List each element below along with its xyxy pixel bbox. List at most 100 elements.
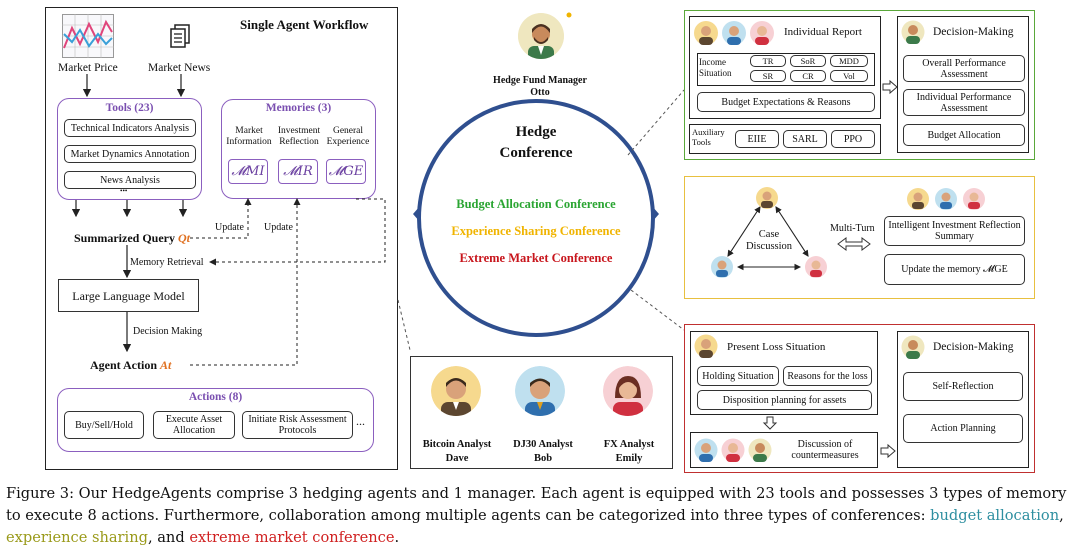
tools-more: ••• (120, 187, 128, 195)
memory-label-general: General Experience (326, 126, 370, 147)
dave-small-icon (694, 334, 718, 358)
summarized-query: Summarized Query Qt (74, 231, 190, 246)
caption-end: . (394, 529, 400, 546)
metric-sr: SR (750, 70, 786, 82)
update-label-2: Update (264, 222, 293, 233)
caption-text: Figure 3: Our HedgeAgents comprise 3 hed… (6, 485, 1067, 524)
figure-caption: Figure 3: Our HedgeAgents comprise 3 hed… (6, 483, 1076, 549)
manager-avatar (518, 13, 564, 59)
present-loss-title: Present Loss Situation (727, 341, 826, 353)
dj30-analyst-avatar (515, 366, 565, 416)
tools-title: Tools (23) (105, 102, 154, 114)
dj30-analyst-role: DJ30 Analyst (513, 439, 573, 450)
individual-report-title: Individual Report (784, 26, 862, 38)
news-icon (170, 24, 190, 48)
actions-title: Actions (8) (188, 391, 243, 403)
bitcoin-analyst-role: Bitcoin Analyst (422, 439, 492, 450)
bitcoin-analyst-name: Dave (445, 453, 469, 464)
action-buy-sell-hold: Buy/Sell/Hold (64, 411, 144, 439)
metric-sor: SoR (790, 55, 826, 67)
overall-performance: Overall Performance Assessment (903, 55, 1025, 82)
market-news-label: Market News (148, 62, 211, 74)
auxiliary-tools-label: Auxiliary Tools (692, 127, 725, 147)
self-reflection: Self-Reflection (903, 372, 1023, 401)
metric-tr: TR (750, 55, 786, 67)
sparkle-icon (566, 12, 572, 18)
bitcoin-analyst-avatar (431, 366, 481, 416)
agent-action-label: Agent Action (90, 358, 157, 372)
fx-analyst-role: FX Analyst (603, 439, 655, 450)
budget-decision-title: Decision-Making (933, 26, 1014, 38)
chart-icon (62, 14, 114, 58)
manager-small-icon-2 (901, 335, 925, 359)
action-planning: Action Planning (903, 414, 1023, 443)
budget-conference-label: Budget Allocation Conference (456, 197, 616, 211)
action-risk-assessment: Initiate Risk Assessment Protocols (242, 411, 353, 439)
caption-sep2: , and (147, 529, 190, 546)
discussion-group-icons (694, 438, 772, 462)
market-price-label: Market Price (58, 62, 118, 74)
memory-label-market: Market Information (226, 126, 272, 147)
caption-sep1: , (1059, 507, 1064, 524)
memories-box (221, 99, 376, 199)
decision-making-label: Decision Making (133, 326, 203, 337)
summarized-query-var: Qt (178, 231, 190, 245)
extreme-flow-arrow (880, 443, 896, 459)
agent-action-var: At (160, 358, 172, 372)
holding-situation: Holding Situation (697, 366, 779, 386)
down-arrow (762, 416, 778, 430)
llm-box (58, 279, 199, 312)
summarized-query-label: Summarized Query (74, 231, 175, 245)
discussion-box (690, 432, 878, 468)
conference-title-2: Conference (499, 145, 573, 161)
disposition-planning: Disposition planning for assets (697, 390, 872, 410)
tool-sarl: SARL (783, 130, 827, 148)
experience-conference-label: Experience Sharing Conference (451, 224, 621, 238)
analyst-group-icons (694, 21, 774, 45)
memory-ge: 𝓜GE (326, 159, 366, 184)
budget-flow-arrow (882, 79, 898, 95)
caption-experience: experience sharing (6, 529, 148, 546)
metric-mdd: MDD (830, 55, 868, 67)
fx-analyst-avatar (603, 366, 653, 416)
tool-eiie: EIIE (735, 130, 779, 148)
metric-vol: Vol (830, 70, 868, 82)
tool-market-dynamics: Market Dynamics Annotation (64, 145, 196, 163)
reasons-for-loss: Reasons for the loss (783, 366, 872, 386)
update-memory-box: Update the memory 𝓜GE (884, 254, 1025, 285)
budget-expectations-box: Budget Expectations & Reasons (697, 92, 875, 112)
reflection-summary-box: Intelligent Investment Reflection Summar… (884, 216, 1025, 246)
manager-label: Hedge Fund Manager (493, 75, 587, 86)
case-discussion-label: Case Discussion (745, 229, 793, 252)
tool-ppo: PPO (831, 130, 875, 148)
caption-budget: budget allocation (930, 507, 1060, 524)
caption-extreme: extreme market conference (189, 529, 395, 546)
income-situation-label: Income Situation (699, 57, 732, 78)
dj30-analyst-name: Bob (533, 453, 553, 464)
extreme-decision-title: Decision-Making (933, 341, 1014, 353)
conference-title-1: Hedge (515, 124, 557, 140)
extreme-conference-label: Extreme Market Conference (459, 251, 613, 265)
agent-action: Agent Action At (90, 358, 171, 373)
memory-mi: 𝓜MI (228, 159, 268, 184)
actions-more: ... (356, 414, 365, 428)
memories-title: Memories (3) (265, 102, 332, 114)
individual-performance: Individual Performance Assessment (903, 89, 1025, 116)
update-label-1: Update (215, 222, 244, 233)
manager-small-icon (901, 20, 925, 44)
tool-technical-indicators: Technical Indicators Analysis (64, 119, 196, 137)
budget-allocation-item: Budget Allocation (903, 124, 1025, 146)
action-asset-allocation: Execute Asset Allocation (153, 411, 235, 439)
llm-label: Large Language Model (72, 289, 185, 303)
tool-news-analysis: News Analysis (64, 171, 196, 189)
memory-retrieval-label: Memory Retrieval (130, 257, 204, 268)
multi-turn-label: Multi-Turn (830, 223, 875, 234)
memory-label-investment: Investment Reflection (277, 126, 321, 147)
memory-ir: 𝓜IR (278, 159, 318, 184)
workflow-title: Single Agent Workflow (240, 17, 369, 32)
fx-analyst-name: Emily (615, 453, 643, 464)
